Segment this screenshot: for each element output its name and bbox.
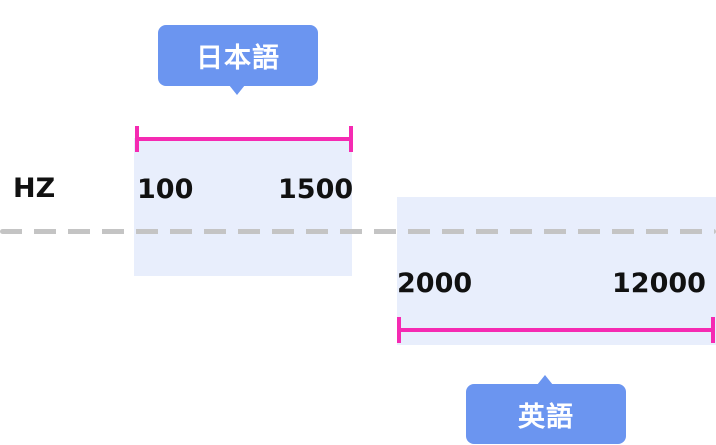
japanese-language-text: 日本語 xyxy=(196,43,280,74)
english-range-min: 2000 xyxy=(397,268,473,299)
english-range-band xyxy=(397,197,716,345)
axis-label: HZ xyxy=(13,173,56,204)
frequency-axis-line xyxy=(0,229,716,234)
bracket-cap-left xyxy=(397,317,401,343)
japanese-language-label: 日本語 xyxy=(158,25,318,86)
bracket-bar xyxy=(135,137,353,141)
japanese-range-min: 100 xyxy=(137,174,194,205)
japanese-range-max: 1500 xyxy=(278,174,354,205)
english-label-pointer xyxy=(537,375,553,385)
japanese-range-bracket xyxy=(135,126,353,152)
english-range-bracket xyxy=(397,317,715,343)
bracket-cap-right xyxy=(711,317,715,343)
japanese-range-band xyxy=(134,138,352,276)
english-language-text: 英語 xyxy=(518,401,574,433)
japanese-label-pointer xyxy=(229,85,245,95)
bracket-cap-left xyxy=(135,126,139,152)
bracket-cap-right xyxy=(349,126,353,152)
english-range-max: 12000 xyxy=(612,268,706,299)
english-language-label: 英語 xyxy=(466,384,626,444)
bracket-bar xyxy=(397,328,715,332)
